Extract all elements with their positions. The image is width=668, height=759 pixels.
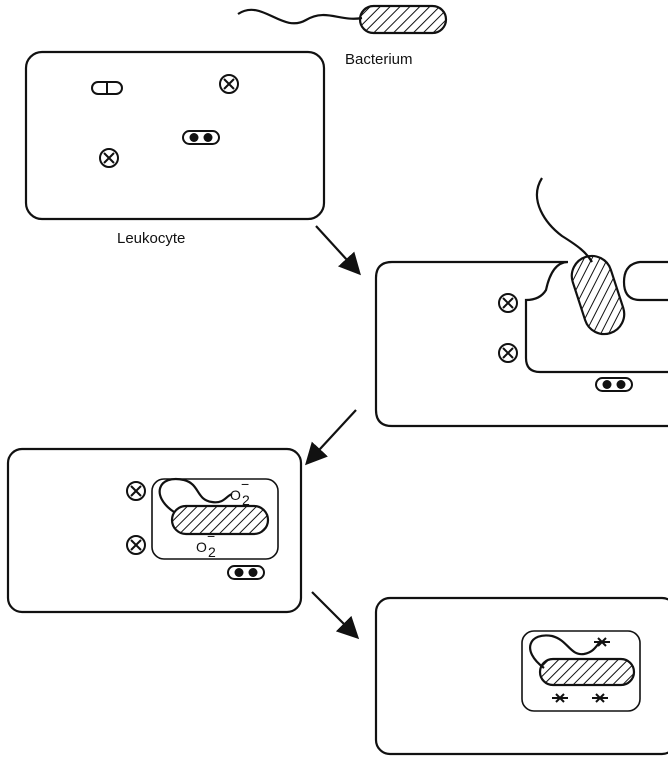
bacterium-label: Bacterium bbox=[345, 51, 413, 68]
bacterium-degraded bbox=[530, 635, 634, 685]
degranulated-marker-icon bbox=[592, 694, 608, 702]
granule-icon bbox=[499, 294, 517, 312]
leukocyte-label: Leukocyte bbox=[117, 230, 185, 247]
oxidase-complex-icon bbox=[92, 82, 122, 94]
bacterium-engulfed bbox=[160, 479, 268, 534]
granule-icon bbox=[100, 149, 118, 167]
arrow-3 bbox=[312, 592, 356, 636]
arrow-2 bbox=[308, 410, 356, 462]
svg-text:2: 2 bbox=[208, 544, 216, 560]
granule-icon bbox=[220, 75, 238, 93]
oxidase-complex-icon bbox=[183, 131, 219, 144]
oxidase-complex-icon bbox=[228, 566, 264, 579]
svg-text:O: O bbox=[196, 539, 207, 555]
granule-icon bbox=[127, 536, 145, 554]
bacterium-free bbox=[238, 6, 446, 33]
leukocyte-cell-resting bbox=[26, 52, 324, 219]
svg-text:O: O bbox=[230, 487, 241, 503]
arrow-1 bbox=[316, 226, 358, 272]
granule-icon bbox=[499, 344, 517, 362]
bacterium-entering bbox=[537, 178, 629, 339]
svg-text:2: 2 bbox=[242, 492, 250, 508]
granule-icon bbox=[127, 482, 145, 500]
degranulated-marker-icon bbox=[552, 694, 568, 702]
oxidase-complex-icon bbox=[596, 378, 632, 391]
svg-text:−: − bbox=[207, 528, 215, 544]
svg-text:−: − bbox=[241, 476, 249, 492]
superoxide-label-top: O 2 − bbox=[230, 476, 250, 508]
leukocyte-cell-engulfing bbox=[376, 262, 668, 426]
